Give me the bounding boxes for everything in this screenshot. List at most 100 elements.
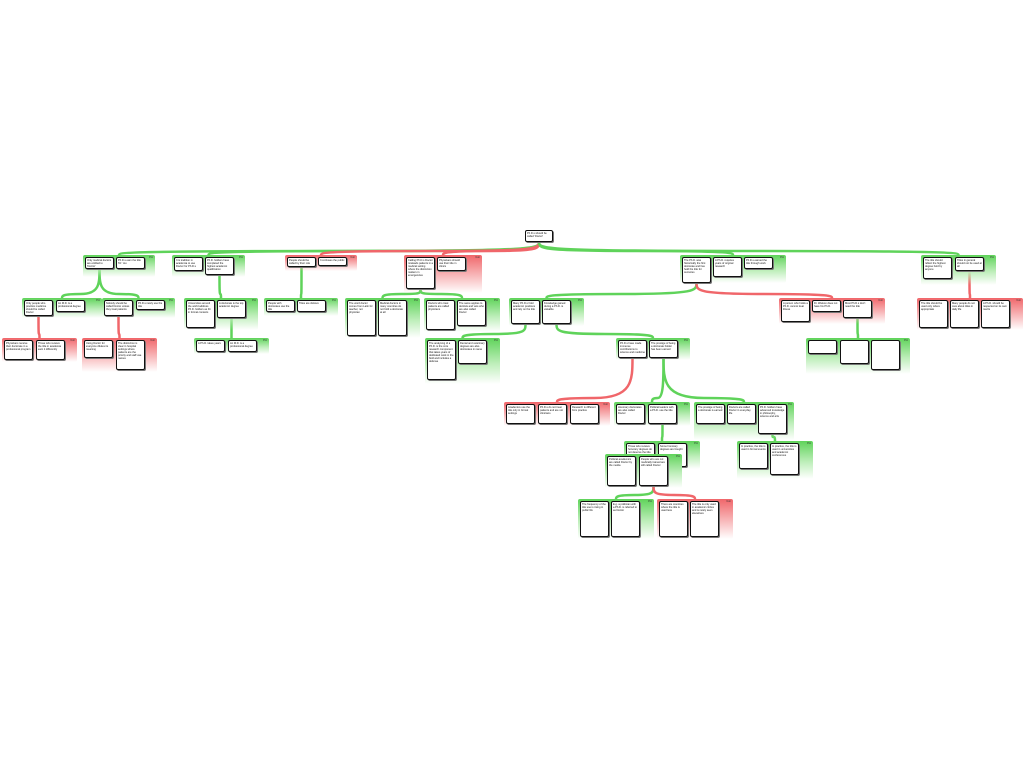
support-edge	[660, 422, 664, 443]
argument-node[interactable]: Research is different from practice	[570, 404, 599, 424]
group-type-tag: Pro	[807, 442, 811, 445]
argument-node[interactable]: E.g. a politician with a Ph.D. is referr…	[611, 501, 640, 537]
argument-node[interactable]: Medical doctors in many countries do not…	[378, 300, 407, 336]
argument-node[interactable]: A Ph.D. should be respected on its own m…	[981, 300, 1010, 328]
argument-node[interactable]: Political leaders with a Ph.D. use the t…	[648, 404, 677, 424]
group-type-tag: Pro	[239, 256, 243, 259]
argument-node[interactable]: Physicians receive their doctorate in a …	[4, 340, 33, 360]
argument-node[interactable]: Physicians should use their title in cli…	[437, 257, 466, 271]
support-edge	[299, 265, 303, 300]
argument-node[interactable]: Knowledge gained during a Ph.D. is valua…	[542, 300, 571, 324]
argument-node[interactable]: Dr. Watson does not have his Ph.D.	[812, 300, 841, 312]
argument-node[interactable]: The title should reflect the highest deg…	[923, 257, 952, 279]
group-type-tag: Pro	[332, 299, 336, 302]
argument-node[interactable]: Ph.D.s earned the title through work	[744, 257, 773, 269]
argument-node[interactable]: The prestige of being a doctorate holder…	[649, 340, 678, 358]
argument-node[interactable]: The frequency of the title use is rising…	[580, 501, 609, 537]
argument-node[interactable]: The word doctor comes from Latin for tea…	[347, 300, 376, 336]
argument-node[interactable]: Ph.D.s have made immense contributions t…	[618, 340, 647, 358]
argument-node[interactable]: Most Ph.D.s don't need the title	[843, 300, 872, 318]
argument-node[interactable]	[840, 340, 869, 364]
oppose-edge	[555, 356, 634, 404]
group-type-tag: Pro	[780, 256, 784, 259]
argument-node[interactable]: It confuses the public	[318, 257, 347, 266]
argument-node[interactable]: Doctors who treat patients are called ph…	[426, 300, 455, 330]
argument-node[interactable]: Academics use the title only in formal s…	[506, 404, 535, 424]
argument-node[interactable]: Only medical doctors are entitled to 'Do…	[85, 257, 114, 269]
root-claim[interactable]: Ph.D.s should be called 'Doctor'	[525, 230, 553, 242]
support-edge	[537, 240, 960, 257]
argument-node[interactable]: Those who receive the title in academia …	[36, 340, 65, 360]
argument-node[interactable]: Nobody should be called Doctor unless th…	[104, 300, 133, 316]
argument-node[interactable]: The title should be used only where appr…	[919, 300, 948, 328]
oppose-edge	[117, 314, 121, 340]
support-edge	[207, 240, 541, 257]
argument-node[interactable]: Ph.D.s rarely use the title	[136, 300, 165, 310]
argument-node[interactable]: The title is only used in academic circl…	[690, 501, 719, 537]
group-type-tag: Pro	[990, 256, 994, 259]
group-type-tag: Pro	[684, 339, 688, 342]
group-type-tag: Con	[1016, 299, 1021, 302]
argument-node[interactable]: Many people do not care about titles in …	[950, 300, 979, 328]
argument-node[interactable]: People should be called by their role	[287, 257, 316, 267]
group-type-tag: Pro	[414, 299, 418, 302]
argument-node[interactable]: An M.D. is a professional degree	[228, 340, 257, 352]
oppose-edge	[652, 484, 697, 501]
group-type-tag: Pro	[252, 299, 256, 302]
argument-node[interactable]: The analysing of a Ph.D. is the core res…	[427, 340, 456, 380]
argument-node[interactable]: The distinction is clear in hospital set…	[116, 340, 145, 370]
argument-node[interactable]: In practice, the title is used in formal…	[739, 443, 768, 469]
group-type-tag: Pro	[648, 500, 652, 503]
group-type-tag: Pro	[676, 455, 680, 458]
argument-node[interactable]: A Ph.D. takes years	[196, 340, 225, 352]
argument-node[interactable]: Titles are divisive	[297, 300, 326, 312]
group-type-tag: Pro	[788, 403, 792, 406]
argument-node[interactable]: The same applies to dentists and vets wh…	[457, 300, 486, 326]
support-edge	[650, 356, 665, 404]
group-type-tag: Pro	[263, 339, 267, 342]
argument-node[interactable]: Ph.D.s earn the title 'Dr.' too	[116, 257, 145, 269]
argument-node[interactable]: A Ph.D. requires years of original resea…	[713, 257, 742, 277]
argument-node[interactable]: People with doctorates use the title	[266, 300, 295, 312]
group-type-tag: Pro	[904, 339, 908, 342]
argument-node[interactable]: Titles in general should not be used at …	[955, 257, 984, 271]
group-type-tag: Pro	[169, 299, 173, 302]
argument-node[interactable]: Ph.D. holders have completed the highest…	[205, 257, 234, 275]
argument-node[interactable]: An M.D. is a professional degree	[56, 300, 85, 312]
group-type-tag: Con	[475, 256, 480, 259]
argument-node[interactable]: People who are not medically trained are…	[639, 456, 668, 486]
group-type-tag: Con	[70, 339, 75, 342]
oppose-edge	[37, 314, 41, 340]
argument-node[interactable]: A person who holds a Ph.D. cannot treat …	[781, 300, 810, 322]
argument-node[interactable]: Honorary doctorates are also called Doct…	[616, 404, 645, 424]
argument-node[interactable]: Universities around the world address Ph…	[186, 300, 215, 328]
group-type-tag: Con	[350, 256, 355, 259]
argument-node[interactable]: It is tradition in academia to use Docto…	[174, 257, 203, 271]
argument-node[interactable]: In practice, the title is used in univer…	[770, 443, 799, 475]
support-edge	[545, 281, 698, 300]
argument-node[interactable]	[871, 340, 900, 370]
argument-node[interactable]: Calling Ph.D.s Doctor misleads patients …	[406, 257, 435, 289]
argument-node[interactable]: Only people who practice medicine should…	[24, 300, 53, 316]
support-edge	[218, 273, 223, 300]
group-type-tag: Con	[150, 339, 155, 342]
argument-node[interactable]: The Ph.D. was historically the first doc…	[682, 257, 711, 283]
argument-node[interactable]: The prestige of being a doctorate is ear…	[696, 404, 725, 424]
group-type-tag: Pro	[96, 299, 100, 302]
argument-node[interactable]	[808, 340, 837, 354]
argument-node[interactable]: Dental and veterinary degrees are also d…	[458, 340, 487, 364]
argument-node[interactable]: Political academics are called Doctor by…	[607, 456, 636, 486]
group-type-tag: Con	[726, 500, 731, 503]
argument-node[interactable]: Many Ph.D.s hold academic positions and …	[511, 300, 540, 324]
support-edge	[662, 356, 746, 404]
oppose-edge	[441, 240, 541, 257]
argument-node[interactable]: Using Doctor for everyone dilutes its me…	[84, 340, 113, 358]
argument-node[interactable]: Doctors are called Doctor in everyday li…	[727, 404, 756, 424]
argument-node[interactable]: Ph.D.s do not treat patients and are not…	[538, 404, 567, 424]
argument-node[interactable]: Ph.D. holders have advanced knowledge in…	[758, 404, 787, 434]
group-type-tag: Con	[603, 403, 608, 406]
argument-node[interactable]: There are countries where the title is u…	[659, 501, 688, 537]
support-edge	[461, 322, 527, 340]
argument-node[interactable]: A doctorate is the top academic degree	[217, 300, 246, 318]
